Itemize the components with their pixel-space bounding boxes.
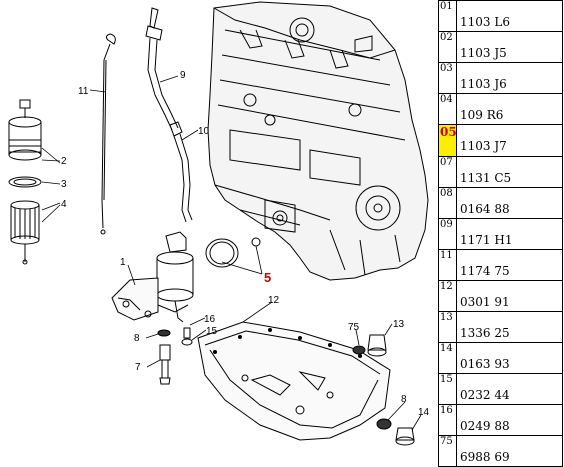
part-code: 109 R6 <box>456 93 563 125</box>
callout-75: 75 <box>348 322 360 333</box>
oil-filter-assembly <box>8 99 42 265</box>
callout-7: 7 <box>135 362 141 373</box>
part-code: 1336 25 <box>456 311 563 343</box>
part-code: 0163 93 <box>456 342 563 374</box>
part-index: 05 <box>438 124 457 157</box>
part-code: 1103 J7 <box>456 124 563 157</box>
sump-plugs <box>352 334 415 446</box>
part-index: 12 <box>438 280 457 312</box>
callout-2: 2 <box>61 156 67 167</box>
part-index: 75 <box>438 435 457 467</box>
part-code: 0232 44 <box>456 373 563 405</box>
dipstick-tube <box>145 7 179 131</box>
dipstick <box>100 33 116 235</box>
callout-8-right: 8 <box>401 394 407 405</box>
callout-5: 5 <box>264 270 271 285</box>
callout-14: 14 <box>418 407 430 418</box>
part-code: 1174 75 <box>456 249 563 281</box>
part-index: 07 <box>438 156 457 188</box>
callout-3: 3 <box>61 179 67 190</box>
part-index: 14 <box>438 342 457 374</box>
part-code: 0164 88 <box>456 187 563 219</box>
callout-4: 4 <box>61 199 67 210</box>
engine-block <box>207 1 429 281</box>
part-index: 15 <box>438 373 457 405</box>
part-index: 04 <box>438 93 457 125</box>
part-index: 02 <box>438 31 457 63</box>
part-code: 1131 C5 <box>456 156 563 188</box>
callout-15: 15 <box>206 326 218 337</box>
part-code: 1103 J6 <box>456 62 563 94</box>
callout-12: 12 <box>268 295 280 306</box>
callout-10: 10 <box>198 126 210 137</box>
part-index: 03 <box>438 62 457 94</box>
callout-13: 13 <box>393 319 405 330</box>
exploded-parts-diagram: 11 9 10 2 3 4 1 5 12 16 15 8 7 75 13 8 1… <box>8 1 430 446</box>
oil-filter-support <box>111 231 261 323</box>
part-index: 16 <box>438 404 457 436</box>
part-code: 0249 88 <box>456 404 563 436</box>
part-code: 1103 J5 <box>456 31 563 63</box>
callout-16: 16 <box>204 314 216 325</box>
part-index: 01 <box>438 0 457 32</box>
part-index: 09 <box>438 218 457 250</box>
part-code: 0301 91 <box>456 280 563 312</box>
part-index: 11 <box>438 249 457 281</box>
part-code: 6988 69 <box>456 435 563 467</box>
oil-sump <box>197 321 391 441</box>
callout-8-left: 8 <box>134 333 140 344</box>
part-index: 08 <box>438 187 457 219</box>
callout-1: 1 <box>120 257 126 268</box>
part-code: 1171 H1 <box>456 218 563 250</box>
part-index: 13 <box>438 311 457 343</box>
callout-9: 9 <box>180 70 186 81</box>
dipstick-lower-tube <box>169 121 193 223</box>
callout-11: 11 <box>78 86 89 97</box>
leader-lines <box>41 75 422 431</box>
pressure-switch-and-seals <box>157 327 193 385</box>
part-code: 1103 L6 <box>456 0 563 32</box>
